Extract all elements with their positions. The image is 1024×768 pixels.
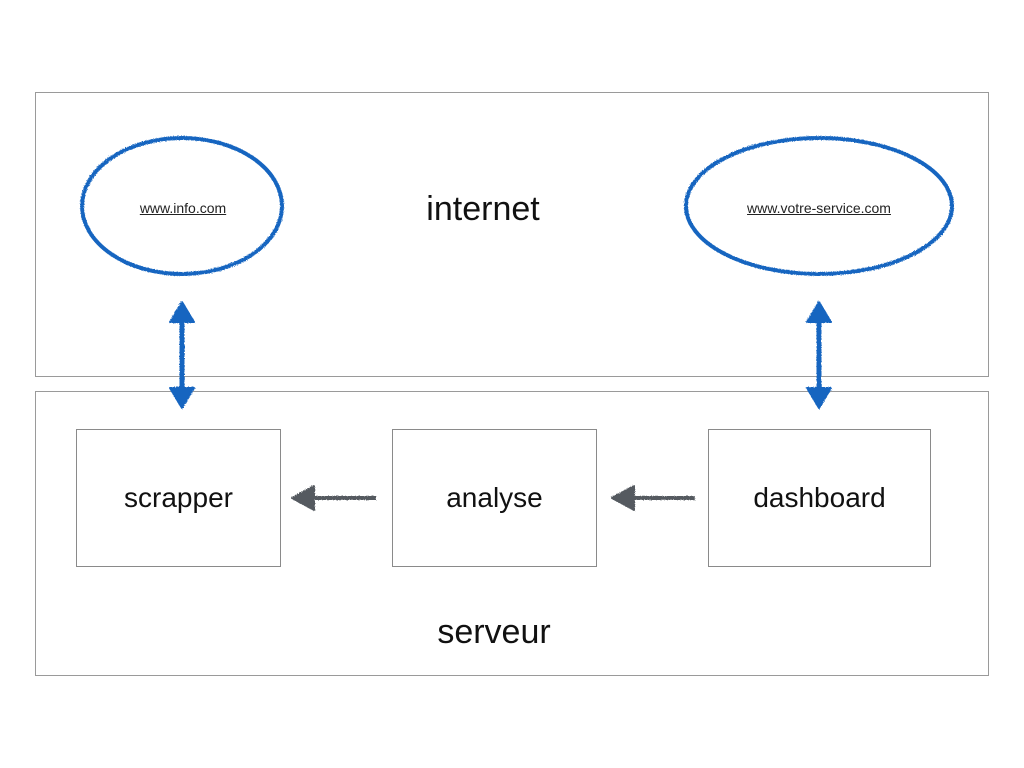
service-site-link[interactable]: www.votre-service.com xyxy=(747,200,891,216)
analyse-label: analyse xyxy=(446,482,543,513)
serveur-zone-label: serveur xyxy=(437,613,551,651)
analyse-node: analyse xyxy=(392,429,597,567)
scrapper-node: scrapper xyxy=(76,429,281,567)
dashboard-node: dashboard xyxy=(708,429,931,567)
dashboard-label: dashboard xyxy=(753,482,886,513)
scrapper-label: scrapper xyxy=(124,482,233,513)
internet-zone-label: internet xyxy=(426,190,540,228)
internet-zone xyxy=(35,92,989,377)
info-site-link[interactable]: www.info.com xyxy=(139,200,227,216)
